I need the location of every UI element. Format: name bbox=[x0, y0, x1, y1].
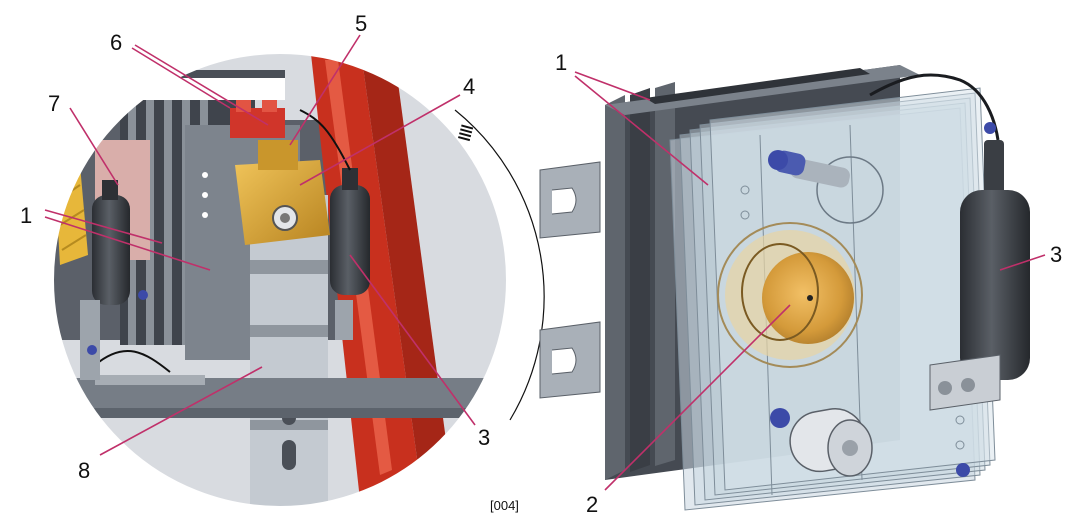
left-leader-lines bbox=[44, 34, 476, 456]
callout-left-4: 4 bbox=[463, 74, 475, 99]
upper-rod bbox=[768, 150, 884, 224]
callout-left-7: 7 bbox=[48, 91, 60, 116]
left-capsule bbox=[92, 180, 130, 305]
callout-right-3: 3 bbox=[1050, 242, 1062, 267]
callout-right-2: 2 bbox=[586, 492, 598, 517]
callout-left-8: 8 bbox=[78, 458, 90, 483]
red-connector bbox=[230, 100, 285, 138]
right-leader-lines bbox=[574, 71, 1046, 491]
callout-right-1: 1 bbox=[555, 50, 567, 75]
callout-left-6: 6 bbox=[110, 30, 122, 55]
callout-left-3: 3 bbox=[478, 425, 490, 450]
callout-left-5: 5 bbox=[355, 11, 367, 36]
thyristor-disc bbox=[717, 222, 863, 368]
figure-reference: [004] bbox=[490, 498, 519, 513]
right-assembly-view: 1 2 3 bbox=[539, 50, 1062, 517]
callout-left-1: 1 bbox=[20, 203, 32, 228]
lower-cylinder bbox=[770, 408, 873, 477]
left-detail-view: 6 5 4 7 1 3 8 bbox=[20, 11, 545, 508]
right-capsule-assembly bbox=[869, 73, 1030, 477]
left-detail-illustration bbox=[53, 53, 507, 507]
mounting-brackets bbox=[539, 161, 601, 399]
steel-busbar bbox=[250, 195, 328, 507]
